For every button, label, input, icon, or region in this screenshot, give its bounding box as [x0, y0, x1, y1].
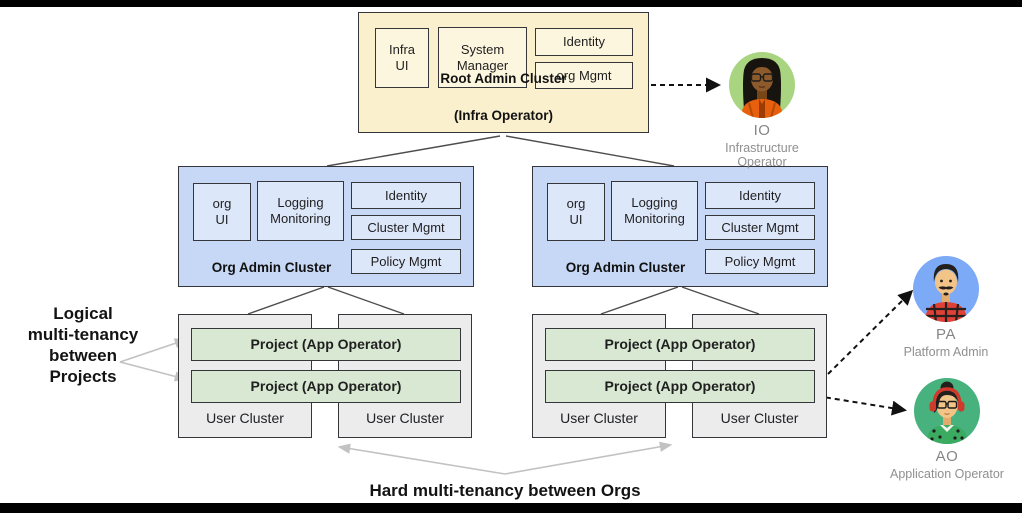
persona-role: Application Operator — [890, 467, 1004, 481]
persona-ao: AO Application Operator — [887, 378, 1007, 481]
org-mgmt-box: org Mgmt — [535, 62, 633, 89]
cluster-mgmt-box: Cluster Mgmt — [351, 215, 461, 240]
org-cluster-label: Org Admin Cluster — [565, 259, 686, 275]
project-bar: Project (App Operator) — [545, 328, 815, 361]
system-manager-box: System Manager — [438, 27, 527, 88]
logging-monitoring-box: Logging Monitoring — [611, 181, 698, 241]
org-ui-box: org UI — [193, 183, 251, 241]
project-bar: Project (App Operator) — [545, 370, 815, 403]
persona-role: Platform Admin — [903, 345, 989, 359]
identity-box: Identity — [351, 182, 461, 209]
letterbox-top — [0, 0, 1022, 7]
persona-io: IO Infrastructure Operator — [702, 52, 822, 169]
project-bar: Project (App Operator) — [191, 328, 461, 361]
persona-role: Infrastructure Operator — [725, 141, 799, 169]
user-cluster-group-right: User Cluster User Cluster Project (App O… — [532, 314, 827, 438]
cluster-mgmt-box: Cluster Mgmt — [705, 215, 815, 240]
ao-avatar — [914, 378, 980, 444]
hard-tenancy-label: Hard multi-tenancy between Orgs — [369, 481, 641, 500]
policy-mgmt-box: Policy Mgmt — [705, 249, 815, 274]
root-cluster-title-line1: Root Admin Cluster — [440, 71, 567, 87]
logical-tenancy-label: Logical multi-tenancy between Projects — [27, 304, 139, 387]
root-cluster-title: Root Admin Cluster (Infra Operator) — [359, 52, 648, 125]
persona-code: PA — [936, 326, 956, 343]
root-admin-cluster-box: Infra UI System Manager Identity org Mgm… — [358, 12, 649, 133]
letterbox-bottom — [0, 503, 1022, 513]
persona-pa: PA Platform Admin — [886, 256, 1006, 359]
persona-code: IO — [753, 122, 771, 139]
io-avatar — [729, 52, 795, 118]
root-cluster-title-line2: (Infra Operator) — [453, 107, 553, 123]
user-cluster-group-left: User Cluster User Cluster Project (App O… — [178, 314, 472, 438]
identity-box: Identity — [705, 182, 815, 209]
user-cluster-label: User Cluster — [366, 410, 444, 426]
persona-code: AO — [935, 448, 959, 465]
project-bar: Project (App Operator) — [191, 370, 461, 403]
org-ui-box: org UI — [547, 183, 605, 241]
org-admin-cluster-left: org UI Logging Monitoring Identity Clust… — [178, 166, 474, 287]
org-cluster-label: Org Admin Cluster — [211, 259, 332, 275]
logging-monitoring-box: Logging Monitoring — [257, 181, 344, 241]
org-admin-cluster-right: org UI Logging Monitoring Identity Clust… — [532, 166, 828, 287]
org-tenancy-arrow — [337, 441, 673, 475]
user-cluster-label: User Cluster — [560, 410, 638, 426]
identity-box: Identity — [535, 28, 633, 56]
user-cluster-label: User Cluster — [720, 410, 799, 426]
infra-ui-box: Infra UI — [375, 28, 429, 88]
policy-mgmt-box: Policy Mgmt — [351, 249, 461, 274]
user-cluster-label: User Cluster — [206, 410, 284, 426]
pa-avatar — [913, 256, 979, 322]
